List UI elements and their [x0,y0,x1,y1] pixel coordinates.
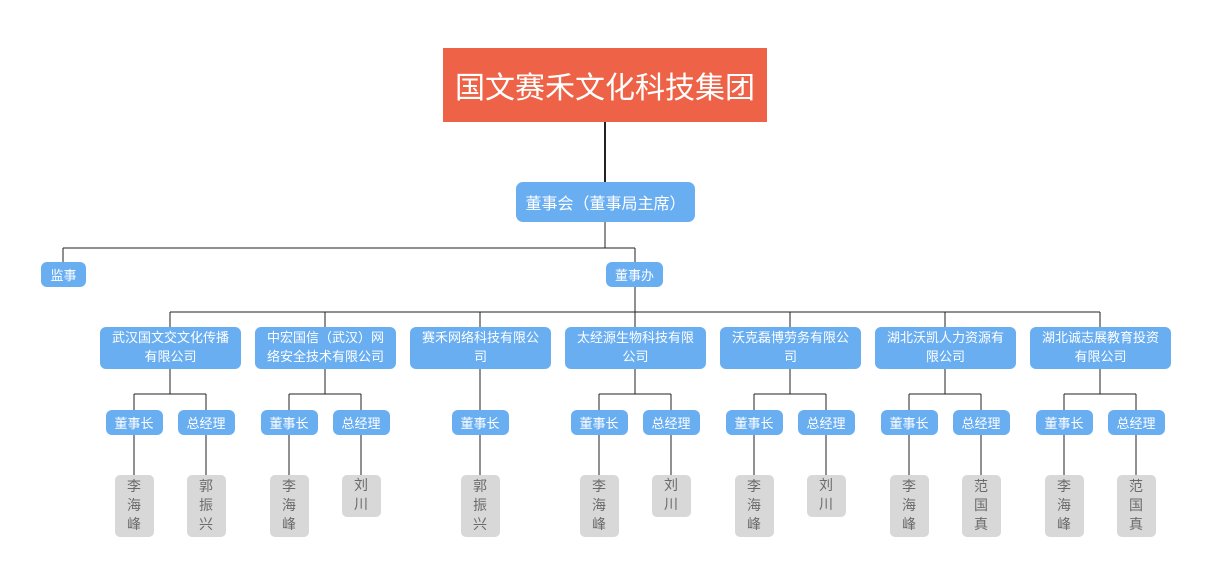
company-node: 太经源生物科技有限公司 [565,327,706,369]
supervisor-node: 监事 [41,262,86,287]
role-node: 总经理 [952,410,1010,435]
person-node: 郭振兴 [186,475,226,537]
role-node: 董事长 [1035,410,1093,435]
role-node: 总经理 [332,410,390,435]
board-node: 董事会（董事局主席） [516,182,695,222]
role-node: 董事长 [260,410,318,435]
person-node: 李海峰 [1044,475,1084,537]
person-node: 李海峰 [579,475,619,537]
role-node: 董事长 [880,410,938,435]
company-node: 中宏国信（武汉）网络安全技术有限公司 [255,327,396,369]
office-node: 董事办 [606,262,663,287]
company-node: 湖北诚志展教育投资有限公司 [1030,327,1171,369]
person-node: 郭振兴 [460,475,500,537]
person-node: 范国真 [961,475,1001,537]
person-node: 刘川 [806,475,846,517]
role-node: 总经理 [1107,410,1165,435]
person-node: 李海峰 [734,475,774,537]
company-node: 赛禾网络科技有限公司 [410,327,551,369]
person-node: 范国真 [1116,475,1156,537]
role-node: 董事长 [725,410,783,435]
company-node: 武汉国文交文化传播有限公司 [100,327,241,369]
role-node: 董事长 [105,410,163,435]
role-node: 董事长 [451,410,509,435]
person-node: 李海峰 [269,475,309,537]
person-node: 刘川 [651,475,691,517]
person-node: 刘川 [341,475,381,517]
role-node: 总经理 [797,410,855,435]
person-node: 李海峰 [889,475,929,537]
company-node: 沃克磊博劳务有限公司 [720,327,861,369]
person-node: 李海峰 [114,475,154,537]
role-node: 总经理 [642,410,700,435]
role-node: 总经理 [177,410,235,435]
company-node: 湖北沃凯人力资源有限公司 [875,327,1016,369]
root-node: 国文赛禾文化科技集团 [443,48,767,122]
role-node: 董事长 [570,410,628,435]
